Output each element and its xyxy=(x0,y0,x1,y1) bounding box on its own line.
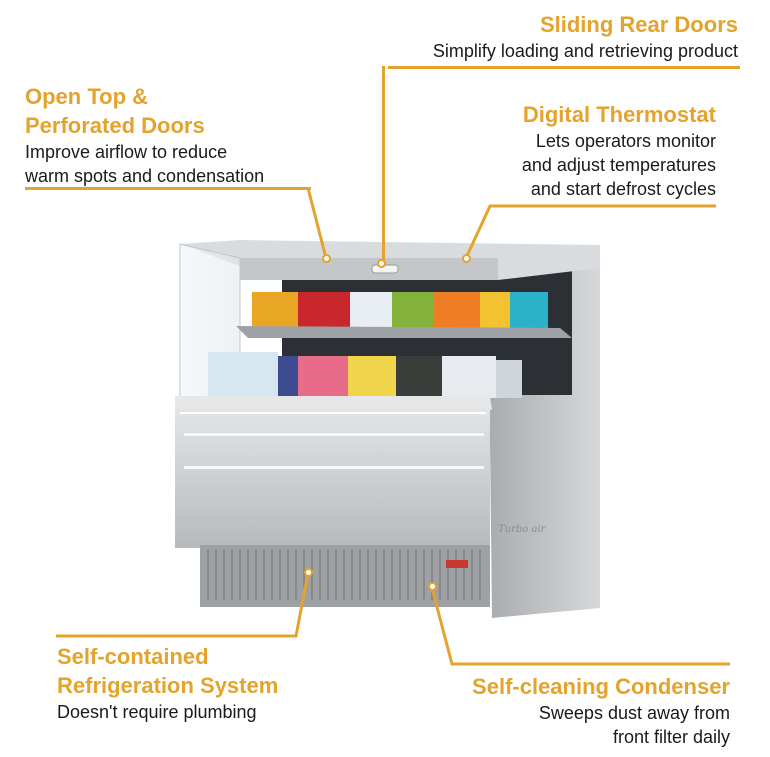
leader-dot xyxy=(462,254,471,263)
upper-shelf-products xyxy=(252,292,548,330)
leader-line xyxy=(25,187,311,190)
callout-digital-thermostat: Digital Thermostat Lets operators monito… xyxy=(420,100,716,201)
leader-dot xyxy=(322,254,331,263)
callout-description: Improve airflow to reduce warm spots and… xyxy=(25,142,265,186)
callout-self-cleaning: Self-cleaning Condenser Sweeps dust away… xyxy=(430,672,730,749)
leader-line xyxy=(388,66,740,69)
leader-line xyxy=(382,66,385,262)
leader-dot xyxy=(377,259,386,268)
callout-title: Self-contained Refrigeration System xyxy=(57,644,279,698)
callout-description: Sweeps dust away from front filter daily xyxy=(538,703,730,747)
callout-sliding-rear-doors: Sliding Rear Doors Simplify loading and … xyxy=(380,10,738,63)
upper-shelf xyxy=(236,326,572,338)
leader-dot xyxy=(304,568,313,577)
callout-description: Simplify loading and retrieving product xyxy=(432,41,738,61)
deck xyxy=(175,396,492,410)
callout-title: Digital Thermostat xyxy=(522,102,716,127)
callout-open-top: Open Top & Perforated Doors Improve airf… xyxy=(25,82,345,188)
callout-title: Sliding Rear Doors xyxy=(539,12,738,37)
brand-logo: Turbo air xyxy=(498,524,546,535)
callout-title: Self-cleaning Condenser xyxy=(472,674,730,699)
leader-dot xyxy=(428,582,437,591)
front-trim xyxy=(184,433,484,436)
lower-shelf-products xyxy=(208,352,522,398)
callout-self-contained: Self-contained Refrigeration System Does… xyxy=(57,642,377,724)
front-panel xyxy=(175,408,490,548)
callout-title: Open Top & Perforated Doors xyxy=(25,84,205,138)
callout-description: Lets operators monitor and adjust temper… xyxy=(521,131,716,199)
callout-description: Doesn't require plumbing xyxy=(57,702,257,722)
spec-label xyxy=(446,560,468,568)
canopy-front xyxy=(240,258,498,280)
